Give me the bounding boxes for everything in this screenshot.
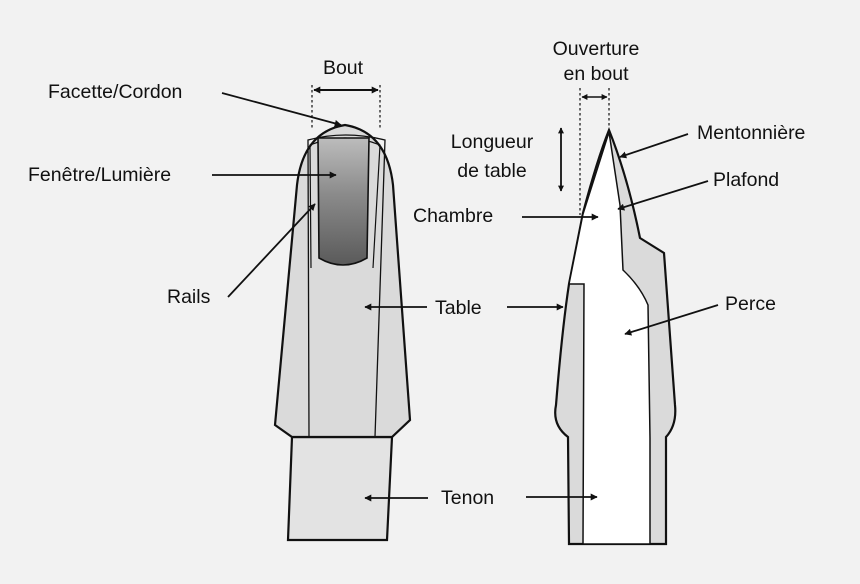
arrow-plafond: [617, 180, 709, 211]
label-facette: Facette/Cordon: [48, 81, 182, 103]
label-rails: Rails: [167, 286, 211, 308]
label-plafond: Plafond: [713, 169, 779, 191]
label-mentonniere: Mentonnière: [697, 122, 805, 144]
bout-dimension: [311, 85, 381, 128]
label-ouverture-line2: en bout: [563, 63, 629, 85]
section-bore: [568, 131, 651, 545]
label-longueur-line2: de table: [457, 160, 526, 182]
label-ouverture-line1: Ouverture: [553, 38, 640, 60]
arrow-facette: [221, 92, 342, 127]
label-table: Table: [435, 297, 482, 319]
label-chambre: Chambre: [413, 205, 493, 227]
cross-section: [554, 127, 677, 546]
label-perce: Perce: [725, 293, 776, 315]
leader-arrows: [212, 92, 719, 502]
front-view: [273, 123, 412, 542]
label-bout: Bout: [323, 57, 364, 79]
ouverture-dimension: [579, 88, 610, 215]
arrow-rails: [227, 203, 316, 298]
front-window: [317, 137, 370, 266]
front-tenon: [286, 435, 394, 542]
label-tenon: Tenon: [441, 487, 494, 509]
label-fenetre: Fenêtre/Lumière: [28, 164, 171, 186]
arrow-mentonniere: [619, 133, 689, 159]
label-longueur-line1: Longueur: [451, 131, 534, 153]
front-table-panel: [307, 134, 386, 438]
arrow-perce: [624, 304, 719, 336]
